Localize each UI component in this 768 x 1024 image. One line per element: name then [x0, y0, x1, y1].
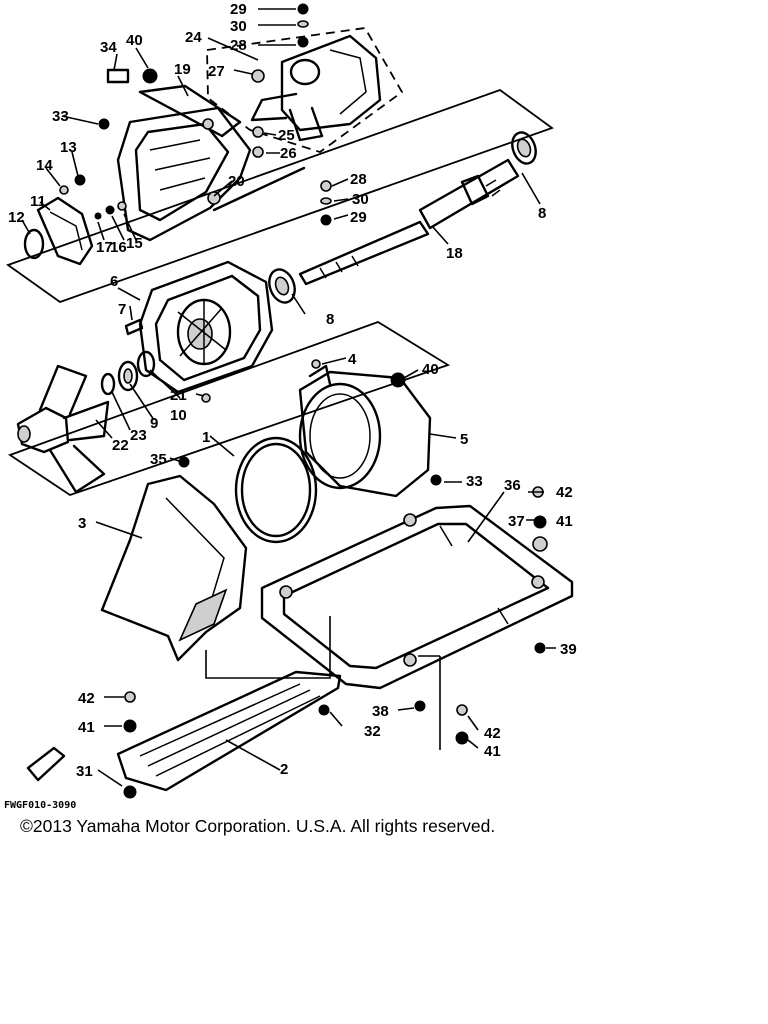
impeller-spacers: [100, 350, 156, 396]
drive-shaft: [298, 158, 520, 286]
callout-37: 37: [508, 513, 525, 530]
o-ring: [234, 436, 318, 544]
impeller-shaft-group-frame: [6, 88, 554, 304]
callout-8-lower: 8: [326, 311, 334, 328]
callout-18: 18: [446, 245, 463, 262]
callout-42c: 42: [484, 725, 501, 742]
callout-13: 13: [60, 139, 77, 156]
callout-6: 6: [110, 273, 118, 290]
impeller: [16, 364, 110, 494]
callout-41b: 41: [78, 719, 95, 736]
nozzle-deflector-group-frame: [206, 27, 404, 153]
hardware-fasteners: [26, 3, 548, 799]
ride-plate: [116, 670, 342, 792]
callout-34: 34: [100, 39, 117, 56]
callout-31: 31: [76, 763, 93, 780]
callout-8-top: 8: [538, 205, 546, 222]
callout-9: 9: [150, 415, 158, 432]
callout-15: 15: [126, 235, 143, 252]
callout-1: 1: [202, 429, 210, 446]
callout-41a: 41: [556, 513, 573, 530]
callout-2: 2: [280, 761, 288, 778]
callout-30: 30: [230, 18, 247, 35]
callout-4: 4: [348, 351, 357, 368]
callout-30b: 30: [352, 191, 369, 208]
jet-pump-duct: [116, 84, 252, 242]
callout-16: 16: [110, 239, 127, 256]
steering-nozzle: [250, 34, 382, 142]
callout-12: 12: [8, 209, 25, 226]
callout-21: 21: [170, 387, 187, 404]
callout-33: 33: [52, 108, 69, 125]
callout-19: 19: [174, 61, 191, 78]
figure-code: FWGF010-3090: [4, 800, 76, 810]
callout-23: 23: [130, 427, 147, 444]
exploded-parts-diagram: 29 30 28 24 34 40 19 27 33 25 26 20 13 1…: [4, 1, 577, 810]
callout-32: 32: [364, 723, 381, 740]
callout-35: 35: [150, 451, 167, 468]
callout-22: 22: [112, 437, 129, 454]
intake-housing: [298, 364, 432, 498]
callout-33b: 33: [466, 473, 483, 490]
callout-39: 39: [560, 641, 577, 658]
impeller-housing-group-frame: [8, 321, 451, 496]
callout-11: 11: [30, 193, 46, 210]
intake-grate: [100, 474, 248, 662]
callout-24: 24: [185, 29, 202, 46]
callout-10: 10: [170, 407, 187, 424]
callout-20: 20: [228, 173, 245, 190]
shaft-bearing-lower: [268, 268, 296, 304]
callout-25: 25: [278, 127, 295, 144]
callout-41c: 41: [484, 743, 501, 760]
shaft-bearing-top: [511, 131, 537, 165]
callout-labels: 29 30 28 24 34 40 19 27 33 25 26 20 13 1…: [4, 1, 577, 810]
callout-3: 3: [78, 515, 86, 532]
impeller-housing: [138, 260, 274, 394]
callout-42a: 42: [556, 484, 573, 501]
callout-36: 36: [504, 477, 521, 494]
copyright-notice: ©2013 Yamaha Motor Corporation. U.S.A. A…: [20, 816, 496, 836]
callout-28: 28: [230, 37, 247, 54]
callout-14: 14: [36, 157, 53, 174]
callout-28b: 28: [350, 171, 367, 188]
callout-27: 27: [208, 63, 225, 80]
pump-mounting-frame: [260, 504, 574, 690]
callout-5: 5: [460, 431, 468, 448]
callout-leader-lines: [21, 8, 556, 787]
callout-17: 17: [96, 239, 113, 256]
callout-40: 40: [126, 32, 143, 49]
callout-29b: 29: [350, 209, 367, 226]
callout-42b: 42: [78, 690, 95, 707]
callout-38: 38: [372, 703, 389, 720]
callout-29: 29: [230, 1, 247, 18]
callout-40b: 40: [422, 361, 439, 378]
callout-7: 7: [118, 301, 126, 318]
callout-26: 26: [280, 145, 297, 162]
intake-cap: [23, 196, 94, 266]
